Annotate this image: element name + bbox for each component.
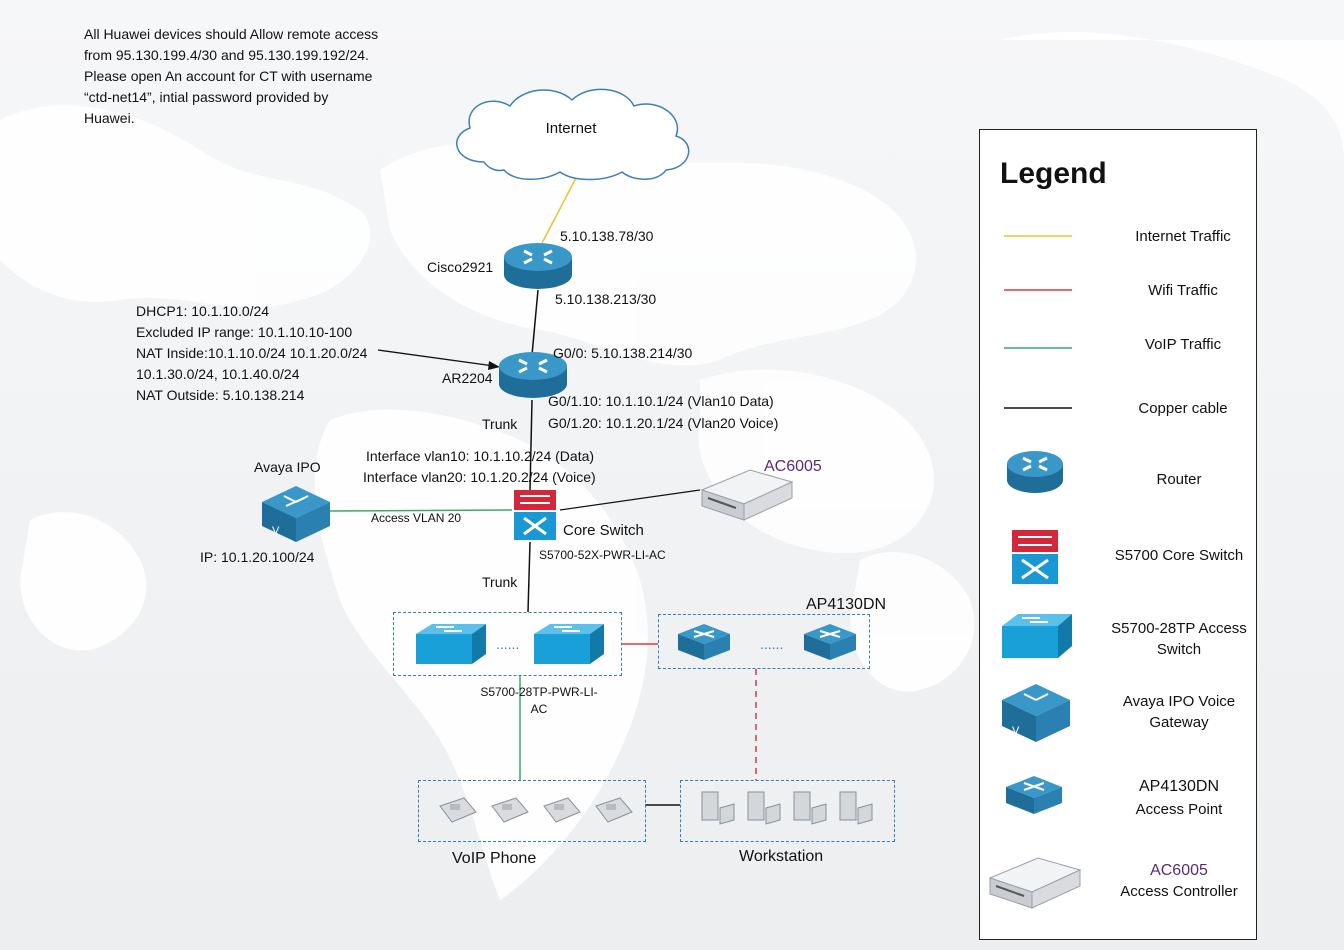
- workstation-label: Workstation: [739, 848, 824, 865]
- avaya-ip: IP: 10.1.20.100/24: [200, 549, 315, 565]
- legend-access-text: S5700-28TP Access Switch: [1111, 620, 1247, 658]
- dhcp-line-5: NAT Outside: 5.10.138.214: [136, 387, 305, 403]
- access-controller-icon: [700, 469, 794, 521]
- voip-label: VoIP Phone: [452, 850, 537, 867]
- access-point-icon: [1006, 776, 1062, 814]
- ar-g110-ip: G0/1.10: 10.1.10.1/24 (Vlan10 Data): [548, 393, 774, 409]
- router-icon: [499, 352, 567, 398]
- avaya-label: Avaya IPO: [254, 459, 321, 475]
- legend-title: Legend: [1000, 157, 1107, 190]
- cloud-icon: [456, 88, 690, 181]
- dhcp-line-4: 10.1.30.0/24, 10.1.40.0/24: [136, 366, 300, 382]
- legend-line-swatches: [1004, 235, 1072, 349]
- legend-internet-text: Internet Traffic: [1135, 228, 1231, 245]
- ac-label: AC6005: [764, 458, 822, 475]
- ar-core-trunk: [529, 399, 533, 491]
- trunk-upper-label: Trunk: [482, 416, 518, 432]
- ar-label: AR2204: [442, 370, 493, 386]
- dhcp-line-3: NAT Inside:10.1.10.0/24 10.1.20.0/24: [136, 345, 368, 361]
- cisco-ar-link: [531, 289, 539, 356]
- dhcp-line-2: Excluded IP range: 10.1.10.10-100: [136, 324, 353, 340]
- access-switch-group: [393, 612, 622, 676]
- workstation-group: [680, 780, 895, 842]
- dhcp-line-1: DHCP1: 10.1.10.0/24: [136, 303, 270, 319]
- arrowhead: [488, 361, 500, 370]
- core-switch-icon: [1012, 530, 1058, 584]
- voice-gateway-icon: V: [1002, 684, 1070, 742]
- access-switch-icon: [534, 624, 604, 664]
- core-access-trunk: [527, 541, 531, 613]
- remote-access-note: All Huawei devices should Allow remote a…: [84, 26, 379, 126]
- legend-avaya-text: Avaya IPO Voice Gateway: [1122, 693, 1236, 731]
- legend-ap-desc: Access Point: [1135, 801, 1223, 818]
- access-point-icon: [678, 624, 730, 660]
- svg-text:V: V: [1012, 725, 1020, 737]
- ar-g00-ip: G0/0: 5.10.138.214/30: [553, 345, 693, 361]
- legend-copper-swatch: [1004, 407, 1072, 409]
- ip-phone-icon: [439, 797, 633, 823]
- access-controller-icon: [988, 857, 1082, 909]
- cisco-lan-ip: 5.10.138.213/30: [555, 291, 657, 307]
- internet-link: [541, 177, 577, 244]
- legend-wifi-text: Wifi Traffic: [1148, 282, 1218, 299]
- core-ac-link: [559, 489, 701, 511]
- access-point-icon: [804, 624, 856, 660]
- ap-ellipsis: ......: [760, 636, 784, 652]
- core-switch-label: Core Switch: [563, 522, 644, 539]
- legend-ac-desc: Access Controller: [1120, 883, 1238, 900]
- access-switch-icon: [416, 624, 486, 664]
- avaya-core-link: [329, 509, 513, 512]
- legend-core-text: S5700 Core Switch: [1114, 547, 1244, 564]
- voip-phone-group: [418, 780, 646, 842]
- core-switch-icon: [514, 490, 556, 540]
- access-switch-icon: [1002, 614, 1072, 658]
- dhcp-note-arrow: [377, 349, 495, 367]
- vlan10-interface: Interface vlan10: 10.1.10.2/24 (Data): [366, 448, 595, 464]
- voice-gateway-icon: V: [262, 486, 330, 542]
- legend-router-text: Router: [1156, 471, 1202, 488]
- ar-g120-ip: G0/1.20: 10.1.20.1/24 (Vlan20 Voice): [548, 415, 779, 431]
- core-switch-model: S5700-52X-PWR-LI-AC: [539, 548, 666, 562]
- vlan20-interface: Interface vlan20: 10.1.20.2/24 (Voice): [363, 469, 596, 485]
- internet-label: Internet: [545, 120, 597, 137]
- router-icon: [504, 243, 572, 289]
- workstation-icon: [701, 791, 873, 825]
- access-switch-model: S5700-28TP-PWR-LI-AC: [480, 685, 598, 716]
- router-icon: [1007, 451, 1063, 493]
- cisco-label: Cisco2921: [427, 259, 494, 275]
- access-vlan-label: Access VLAN 20: [371, 511, 462, 525]
- svg-text:V: V: [272, 525, 280, 537]
- legend-voip-text: VoIP Traffic: [1144, 336, 1222, 353]
- access-switch-ellipsis: ......: [496, 636, 520, 652]
- trunk-lower-label: Trunk: [482, 574, 518, 590]
- legend-ac-name: AC6005: [1150, 862, 1208, 879]
- ap-group-label: AP4130DN: [806, 596, 887, 613]
- dhcp-note: DHCP1: 10.1.10.0/24 Excluded IP range: 1…: [136, 301, 367, 406]
- cisco-wan-ip: 5.10.138.78/30: [560, 228, 654, 244]
- legend-ap-name: AP4130DN: [1138, 778, 1220, 795]
- legend-copper-text: Copper cable: [1138, 400, 1228, 417]
- access-point-group: [658, 614, 870, 669]
